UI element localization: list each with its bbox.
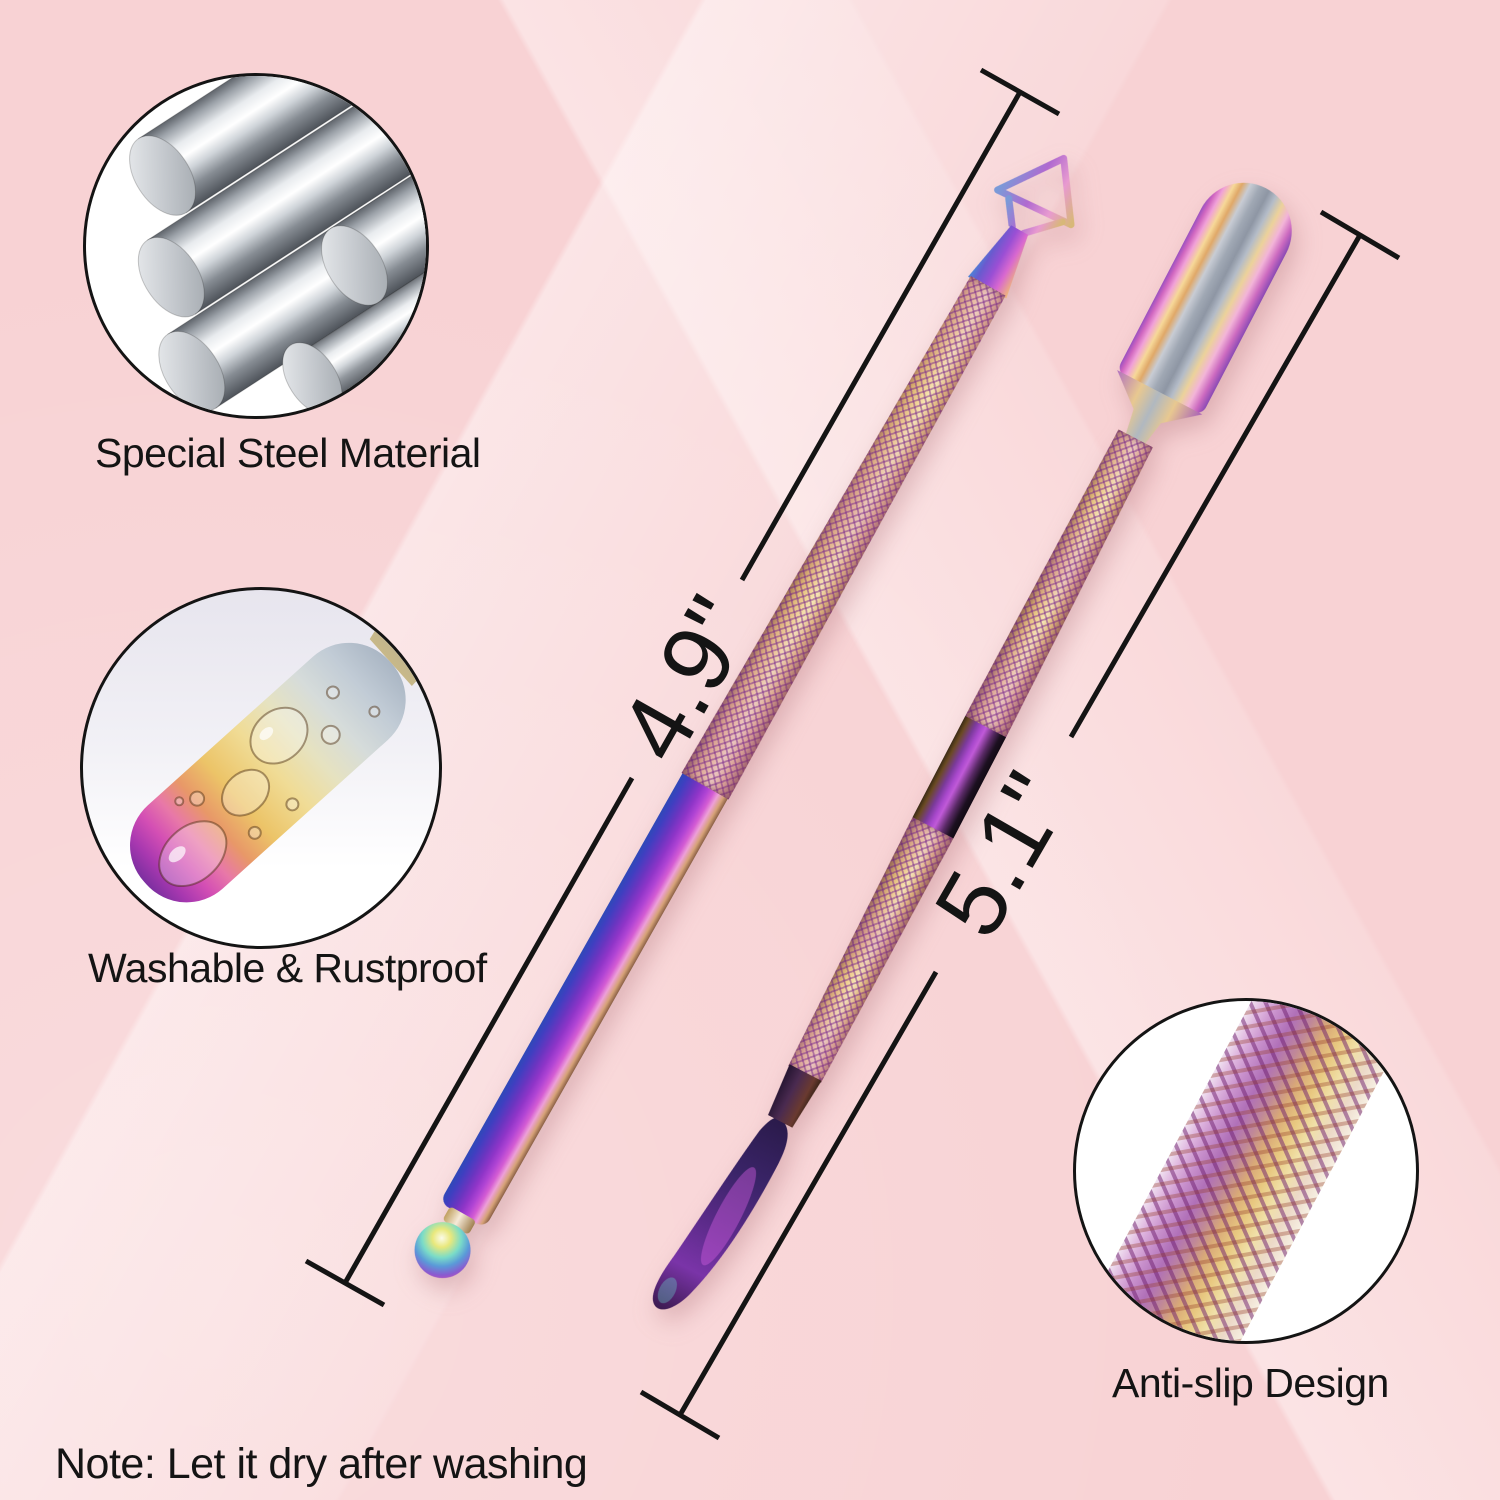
steel-rods-photo	[129, 76, 426, 416]
callout-circle-washable	[80, 587, 442, 949]
dim-tick-tool2-bottom	[639, 1389, 721, 1441]
callout-circle-antislip	[1073, 998, 1419, 1344]
tool2-knurled-grip-upper	[965, 428, 1156, 738]
care-note: Note: Let it dry after washing	[55, 1440, 588, 1488]
callout-label-washable: Washable & Rustproof	[88, 945, 487, 991]
callout-label-antislip: Anti-slip Design	[1112, 1360, 1389, 1406]
callout-label-steel: Special Steel Material	[95, 430, 481, 476]
knurled-handle-photo	[1076, 1001, 1416, 1341]
dim-tick-tool2-top	[1319, 209, 1401, 261]
wet-rainbow-tip-photo	[130, 590, 439, 903]
tool1-smooth-handle	[439, 771, 729, 1229]
tool1-triangle-head	[994, 154, 1075, 237]
callout-circle-steel-material	[83, 73, 429, 419]
dim-tick-tool1-top	[979, 67, 1061, 117]
tool2-pusher-blade	[1116, 166, 1309, 417]
tool2-spoon-scraper-tip	[652, 1117, 788, 1310]
